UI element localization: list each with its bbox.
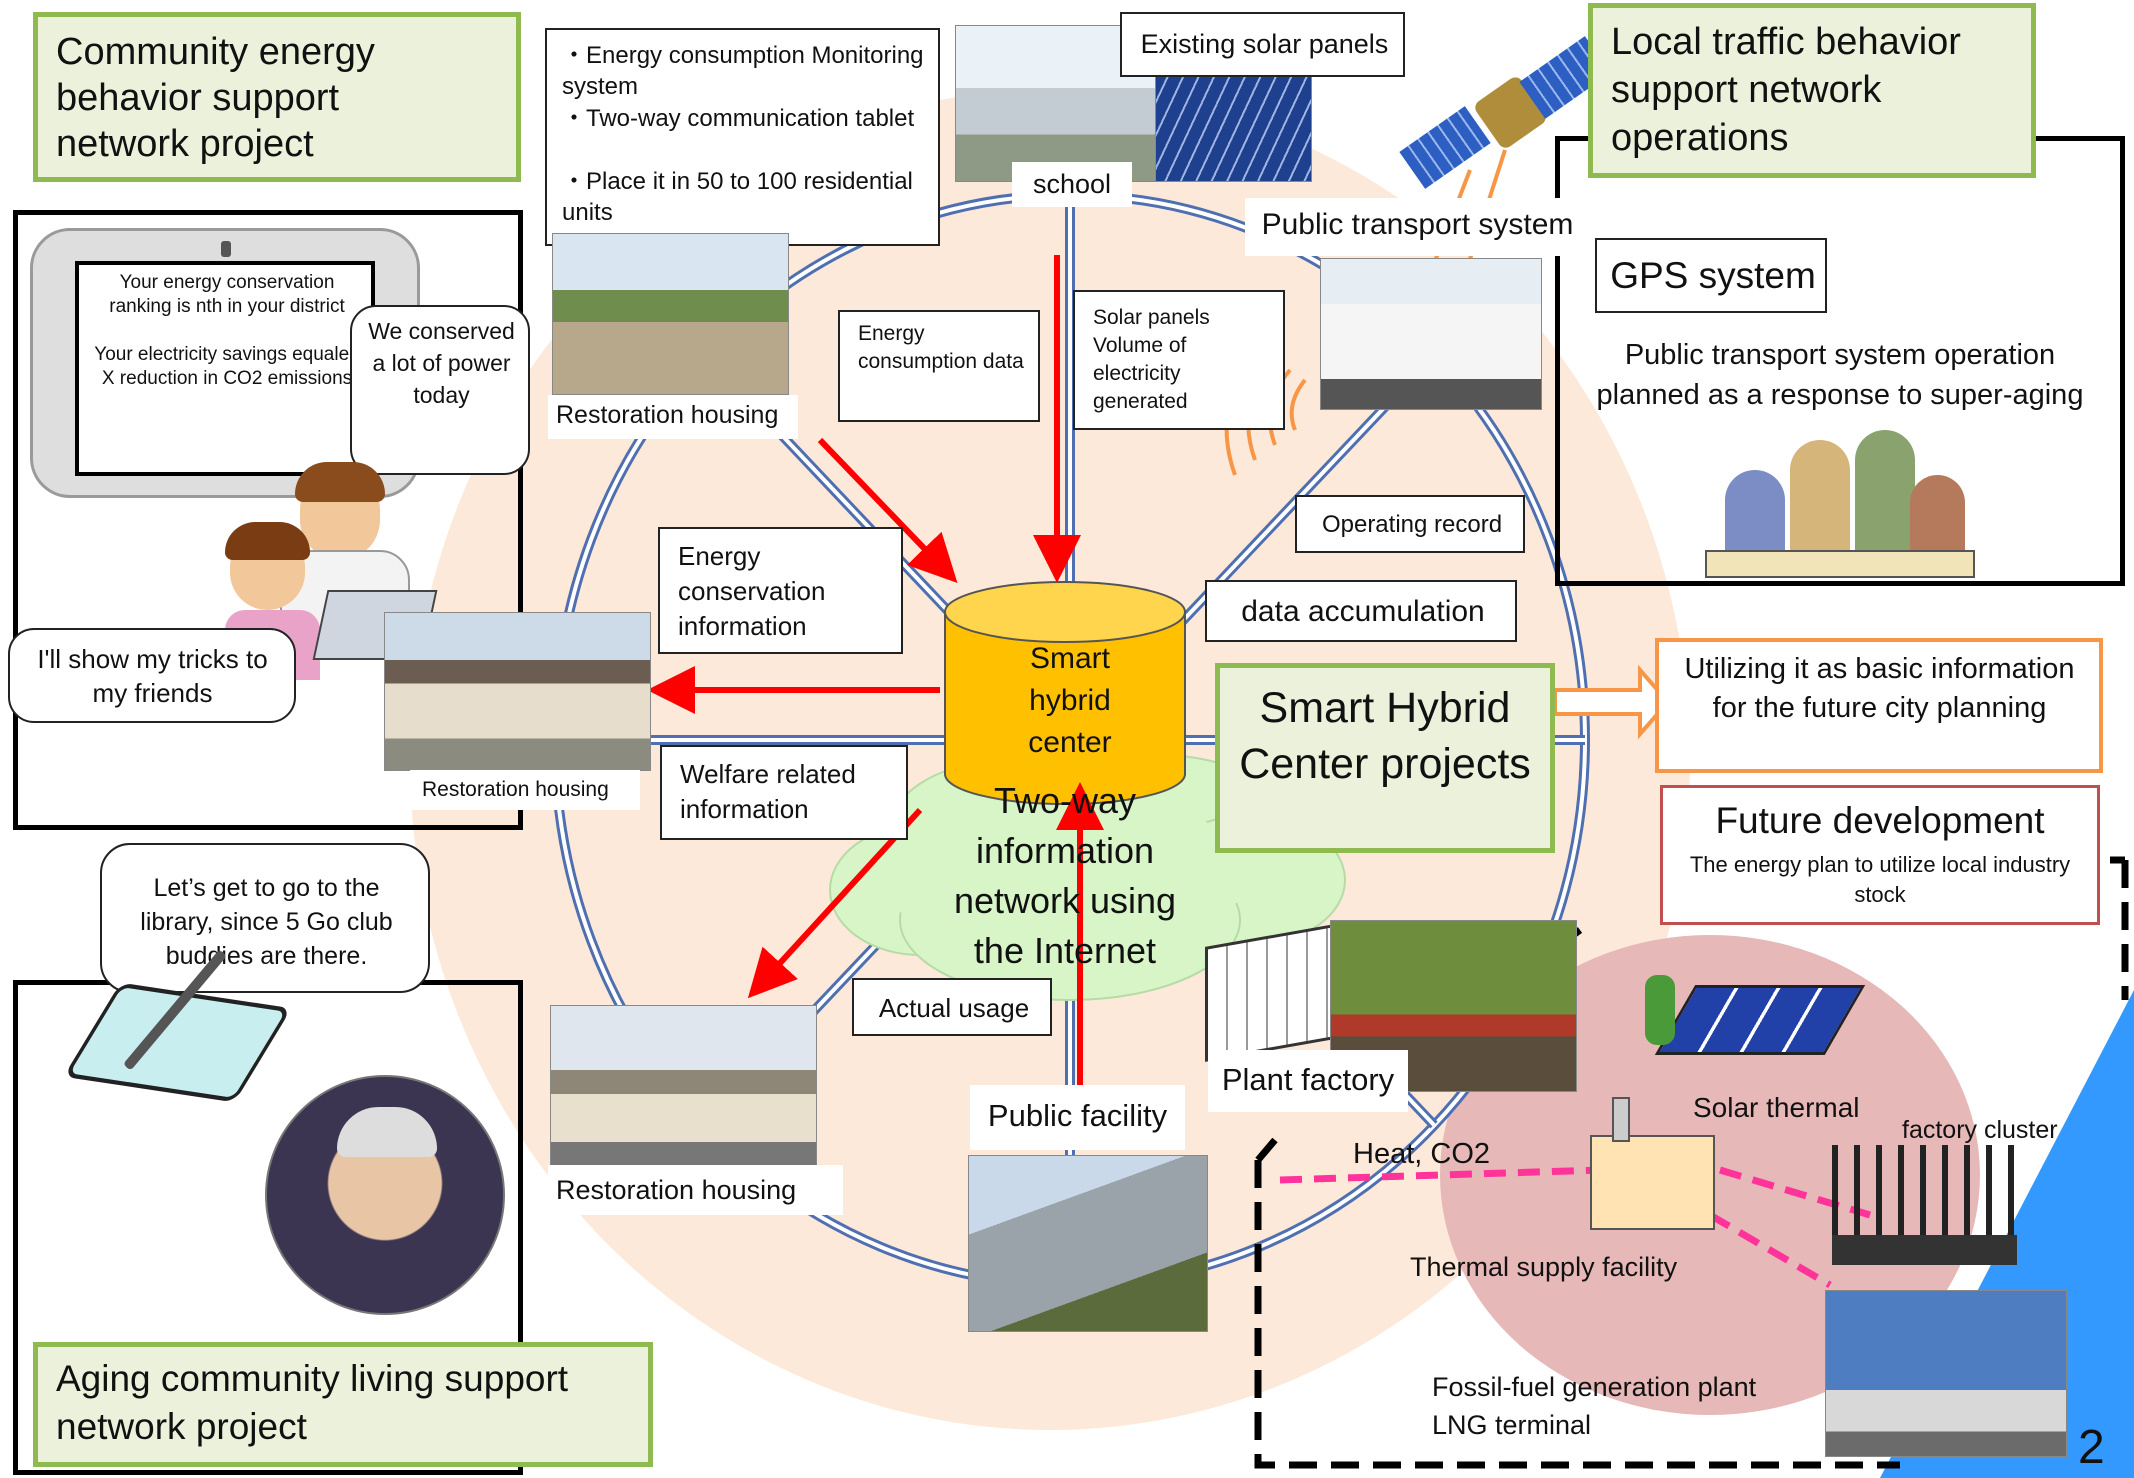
thermal-supply-label: Thermal supply facility — [1410, 1252, 1678, 1282]
public-transport-label-box: Public transport system — [1245, 198, 1590, 256]
solar-volume-text: Solar panels Volume of electricity gener… — [1093, 306, 1210, 413]
aging-community-title-box: Aging community living support network p… — [33, 1342, 653, 1467]
meeting-illustration — [1705, 430, 1975, 580]
community-energy-title-box: Community energy behavior support networ… — [33, 12, 521, 182]
cylinder-label: Smart hybrid center — [1028, 642, 1112, 759]
plant-factory-label-box: Plant factory — [1208, 1050, 1408, 1112]
existing-solar-callout: Existing solar panels — [1120, 12, 1405, 77]
solar-thermal-icon — [1625, 975, 1866, 1075]
energy-consumption-data-callout: Energy consumption data — [838, 310, 1040, 422]
meeting-person-3 — [1855, 430, 1915, 555]
community-energy-title: Community energy behavior support networ… — [56, 31, 375, 165]
fossil-fuel-plant-photo — [1825, 1290, 2067, 1457]
solar-volume-callout: Solar panels Volume of electricity gener… — [1073, 290, 1285, 430]
aging-community-title: Aging community living support network p… — [56, 1358, 569, 1447]
school-label-box: school — [1012, 162, 1132, 207]
monitoring-item-3: ・Place it in 50 to 100 residential units — [562, 168, 913, 226]
operating-record-callout: Operating record — [1295, 495, 1525, 553]
school-label: school — [1032, 169, 1112, 199]
minibus-photo — [1320, 258, 1542, 410]
heat-co2-label: Heat, CO2 — [1353, 1138, 1490, 1170]
community-energy-panel — [13, 210, 523, 830]
bubble-library: Let’s get to go to the library, since 5 … — [100, 843, 430, 993]
tablet-device: Your energy conservation ranking is nth … — [30, 228, 420, 498]
factory-cluster-icon — [1832, 1145, 2017, 1265]
greenhouse-icon — [1205, 923, 1340, 1062]
plant-factory-label: Plant factory — [1221, 1062, 1395, 1097]
actual-usage-label: Actual usage — [878, 993, 1030, 1023]
bubble-tricks-text: I'll show my tricks to my friends — [37, 644, 268, 708]
energy-conservation-callout: Energy conservation information — [658, 527, 903, 654]
energy-consumption-data-text: Energy consumption data — [858, 322, 1024, 373]
smart-hybrid-title-box: Smart Hybrid Center projects — [1215, 663, 1555, 853]
public-facility-label: Public facility — [987, 1098, 1168, 1133]
tablet-camera-icon — [221, 241, 231, 257]
utilizing-text: Utilizing it as basic information for th… — [1684, 653, 2075, 724]
public-transport-label: Public transport system — [1261, 208, 1574, 241]
restoration-top-label: Restoration housing — [556, 401, 779, 429]
restoration-bottom-label-box: Restoration housing — [548, 1165, 843, 1215]
gps-callout: GPS system — [1595, 238, 1827, 313]
family-illustration — [220, 462, 440, 690]
restoration-mid-label-box: Restoration housing — [410, 770, 640, 810]
local-traffic-title-box: Local traffic behavior support network o… — [1588, 3, 2036, 178]
fossil-fuel-label: Fossil-fuel generation plant LNG termina… — [1432, 1372, 1757, 1440]
orange-outline-arrow — [1553, 664, 1671, 740]
restoration-housing-photo-bottom — [550, 1005, 817, 1167]
smart-hybrid-cylinder — [944, 581, 1186, 805]
elderly-woman-hair — [337, 1107, 437, 1157]
red-data-arrows — [647, 255, 1104, 1110]
child-hair — [225, 522, 310, 560]
restoration-housing-photo-top — [552, 233, 789, 395]
welfare-text: Welfare related information — [680, 759, 856, 824]
existing-solar-photo — [1155, 70, 1312, 182]
gps-label: GPS system — [1610, 255, 1816, 296]
public-facility-label-box: Public facility — [970, 1085, 1185, 1150]
data-accumulation-label: data accumulation — [1241, 595, 1485, 628]
bubble-conserved-text: We conserved a lot of power today — [368, 318, 515, 408]
elderly-woman-photo — [265, 1075, 505, 1315]
thermal-supply-stack — [1612, 1097, 1630, 1142]
meeting-table — [1705, 550, 1975, 578]
cloud-label: Two-way information network using the In… — [953, 780, 1177, 971]
page-number: 2 — [2078, 1421, 2105, 1474]
actual-usage-callout: Actual usage — [852, 978, 1052, 1036]
solar-thermal-label: Solar thermal — [1693, 1092, 1860, 1123]
future-development-subtitle: The energy plan to utilize local industr… — [1689, 852, 2071, 907]
transport-operation-text: Public transport system operation planne… — [1596, 339, 2084, 411]
future-development-box: Future development The energy plan to ut… — [1660, 785, 2100, 925]
restoration-bottom-label: Restoration housing — [556, 1175, 797, 1205]
energy-conservation-text: Energy conservation information — [678, 541, 826, 641]
data-accumulation-callout: data accumulation — [1205, 580, 1517, 642]
future-development-title: Future development — [1715, 800, 2045, 841]
tablet-screen: Your energy conservation ranking is nth … — [75, 261, 375, 476]
bubble-tricks: I'll show my tricks to my friends — [8, 628, 296, 723]
thermal-supply-icon — [1590, 1097, 1715, 1230]
solar-thermal-worker — [1645, 975, 1675, 1045]
solar-thermal-panels — [1654, 985, 1866, 1055]
monitoring-callout: ・Energy consumption Monitoring system ・T… — [545, 28, 940, 246]
meeting-person-2 — [1790, 440, 1850, 560]
bubble-library-text: Let’s get to go to the library, since 5 … — [140, 874, 393, 970]
smart-hybrid-title: Smart Hybrid Center projects — [1239, 684, 1531, 788]
father-hair — [295, 462, 385, 502]
restoration-housing-photo-mid — [384, 612, 651, 771]
monitoring-item-1: ・Energy consumption Monitoring system — [562, 42, 924, 100]
monitoring-item-2: ・Two-way communication tablet — [562, 105, 915, 132]
heat-lines — [1279, 1166, 1872, 1289]
factory-cluster-label: factory cluster — [1902, 1116, 2058, 1144]
tablet-message: Your energy conservation ranking is nth … — [94, 272, 360, 389]
local-traffic-title: Local traffic behavior support network o… — [1611, 21, 1961, 159]
bubble-conserved: We conserved a lot of power today — [350, 305, 530, 475]
satellite-panel-left — [1399, 106, 1491, 189]
public-facility-photo — [968, 1155, 1208, 1332]
utilizing-box: Utilizing it as basic information for th… — [1655, 638, 2103, 773]
welfare-callout: Welfare related information — [660, 745, 908, 840]
restoration-mid-label: Restoration housing — [422, 778, 609, 801]
existing-solar-label: Existing solar panels — [1140, 29, 1389, 59]
restoration-top-label-box: Restoration housing — [548, 395, 798, 439]
operating-record-label: Operating record — [1321, 511, 1503, 538]
